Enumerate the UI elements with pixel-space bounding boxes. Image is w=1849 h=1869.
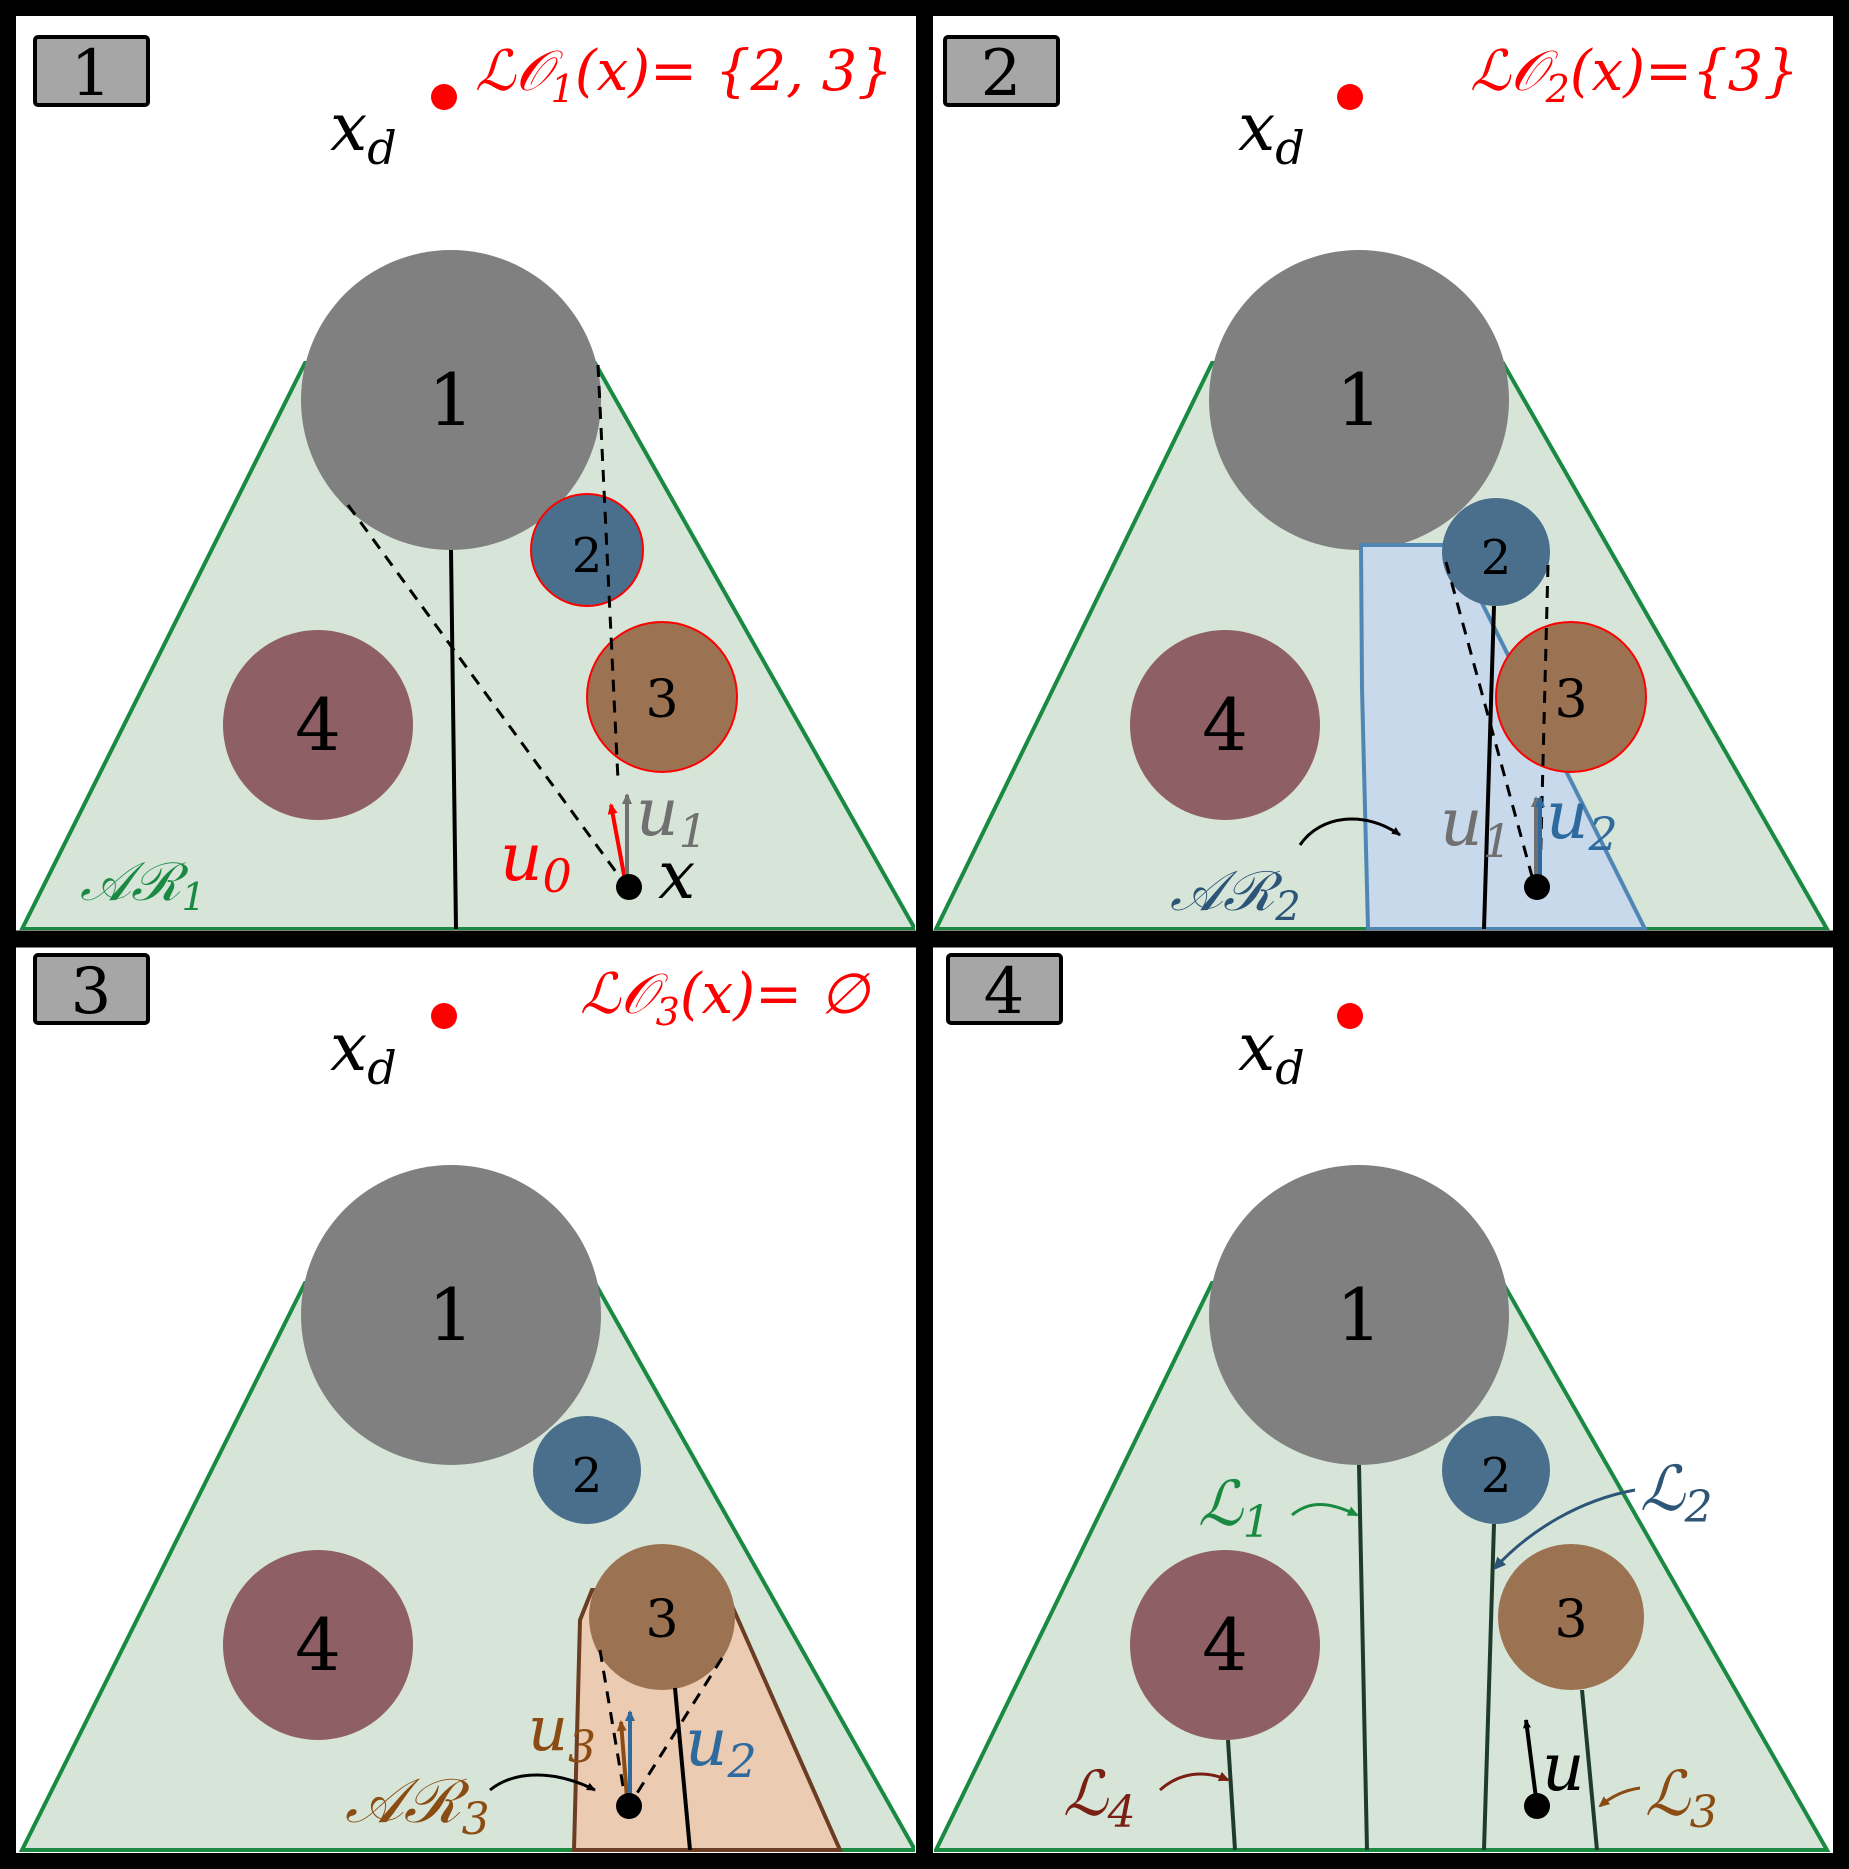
- agent-point: [616, 1793, 642, 1819]
- panel-number-box: [33, 953, 150, 1025]
- obstacle-2-label: 2: [1481, 530, 1512, 586]
- u3-arrow: [616, 1720, 629, 1799]
- obstacle-2-label: 2: [572, 1448, 603, 1504]
- obstacle-2: [530, 493, 644, 607]
- line-l2: [1482, 1523, 1496, 1851]
- u1-label: u1: [636, 774, 708, 858]
- lo-set-label: ℒ𝒪1(x)= {2, 3}: [475, 39, 893, 111]
- line-l3: [1580, 1689, 1599, 1851]
- goal-label: xd: [1238, 89, 1305, 175]
- obstacle-1: [301, 250, 601, 550]
- agent-point: [1524, 1793, 1550, 1819]
- obstacle-2: [1442, 1416, 1550, 1524]
- obstacle-4-label: 4: [295, 1603, 341, 1687]
- obstacle-1-label: 1: [1336, 1273, 1382, 1357]
- panel-number-box: [33, 35, 150, 107]
- panel-number: 2: [981, 37, 1022, 111]
- obstacle-2-label: 2: [1481, 1448, 1512, 1504]
- obstacle-3-label: 3: [645, 1590, 678, 1650]
- u0-arrow: [607, 803, 627, 881]
- l3-label: ℒ3: [1645, 1757, 1718, 1838]
- goal-label: xd: [1238, 1009, 1305, 1095]
- obstacle-2: [1442, 498, 1550, 606]
- l2-pointer-arrow: [1492, 1488, 1636, 1571]
- region-label: 𝒜ℛ3: [345, 1764, 490, 1845]
- l2-label: ℒ2: [1640, 1452, 1713, 1533]
- goal-label: xd: [330, 1009, 397, 1095]
- boundary-line: [449, 549, 458, 930]
- boundary-line: [1482, 605, 1496, 930]
- goal-point: [431, 84, 457, 110]
- agent-point: [616, 874, 642, 900]
- panel-number-box: [943, 35, 1060, 107]
- dashed-tangent: [596, 364, 620, 781]
- obstacle-4: [223, 630, 413, 820]
- ar2-region: [1358, 543, 1648, 930]
- panel-number: 4: [984, 955, 1025, 1029]
- panel-1: 1 2 3 4 xd ℒ𝒪1(x)= {2, 3} 𝒜ℛ1 u0 u1 x 1: [17, 17, 915, 930]
- obstacle-3: [1498, 1544, 1644, 1690]
- panel-3: 1 2 3 4 xd ℒ𝒪3(x)= ∅ 𝒜ℛ3 u3 u2 3: [17, 948, 915, 1852]
- obstacle-4: [223, 1550, 413, 1740]
- l4-pointer-arrow: [1158, 1771, 1230, 1792]
- goal-point: [431, 1003, 457, 1029]
- panel-number: 1: [71, 37, 112, 111]
- obstacle-1-label: 1: [428, 358, 474, 442]
- obstacle-2: [533, 1416, 641, 1524]
- u1-label: u1: [1440, 784, 1512, 868]
- dashed-tangent: [346, 504, 629, 888]
- obstacle-2-label: 2: [572, 528, 603, 584]
- u-label: u: [1542, 1729, 1585, 1806]
- goal-point: [1337, 1003, 1363, 1029]
- l1-label: ℒ1: [1198, 1467, 1271, 1548]
- u2-label: u2: [1546, 777, 1618, 861]
- obstacle-3: [1495, 621, 1647, 773]
- dashed-tangent: [598, 1649, 627, 1799]
- l4-label: ℒ4: [1063, 1757, 1136, 1838]
- u0-label: u0: [500, 819, 572, 903]
- dashed-tangent: [632, 1657, 724, 1799]
- obstacle-1-label: 1: [1336, 358, 1382, 442]
- region-label: 𝒜ℛ1: [80, 850, 206, 919]
- obstacle-3: [586, 621, 738, 773]
- panel-4: 1 2 3 4 xd ℒ1 ℒ2 ℒ3 ℒ4 u 4: [934, 948, 1832, 1852]
- boundary-line: [673, 1687, 692, 1851]
- lo-set-label: ℒ𝒪3(x)= ∅: [580, 962, 871, 1034]
- line-l1: [1357, 1464, 1369, 1851]
- panel-number-box: [946, 953, 1063, 1025]
- obstacle-4-label: 4: [1202, 1603, 1248, 1687]
- obstacle-4-label: 4: [295, 683, 341, 767]
- agent-label: x: [658, 837, 695, 914]
- u2-label: u2: [685, 1704, 757, 1788]
- line-l4: [1226, 1739, 1237, 1851]
- panel-2: 1 2 3 4 xd ℒ𝒪2(x)={3} 𝒜ℛ2 u1 u2 2: [934, 17, 1832, 930]
- region-pointer-arrow: [489, 1773, 596, 1792]
- obstacle-4-label: 4: [1202, 683, 1248, 767]
- agent-point: [1524, 874, 1550, 900]
- panel-number: 3: [71, 955, 112, 1029]
- goal-label: xd: [330, 89, 397, 175]
- obstacle-3: [589, 1544, 735, 1690]
- obstacle-3-label: 3: [645, 670, 678, 730]
- l1-pointer-arrow: [1291, 1503, 1359, 1517]
- obstacle-1-label: 1: [428, 1273, 474, 1357]
- goal-point: [1337, 84, 1363, 110]
- l3-pointer-arrow: [1598, 1786, 1641, 1808]
- obstacle-1: [301, 1165, 601, 1465]
- obstacle-1: [1209, 1165, 1509, 1465]
- lo-set-label: ℒ𝒪2(x)={3}: [1470, 39, 1799, 111]
- obstacle-1: [1209, 250, 1509, 550]
- obstacle-3-label: 3: [1554, 1590, 1587, 1650]
- region-pointer-arrow: [1298, 817, 1401, 846]
- u3-label: u3: [528, 1692, 596, 1773]
- obstacle-4: [1130, 1550, 1320, 1740]
- dashed-tangent: [1444, 561, 1535, 881]
- obstacle-4: [1130, 630, 1320, 820]
- u-arrow: [1523, 1719, 1538, 1799]
- region-label: 𝒜ℛ2: [1170, 859, 1301, 930]
- obstacle-3-label: 3: [1554, 670, 1587, 730]
